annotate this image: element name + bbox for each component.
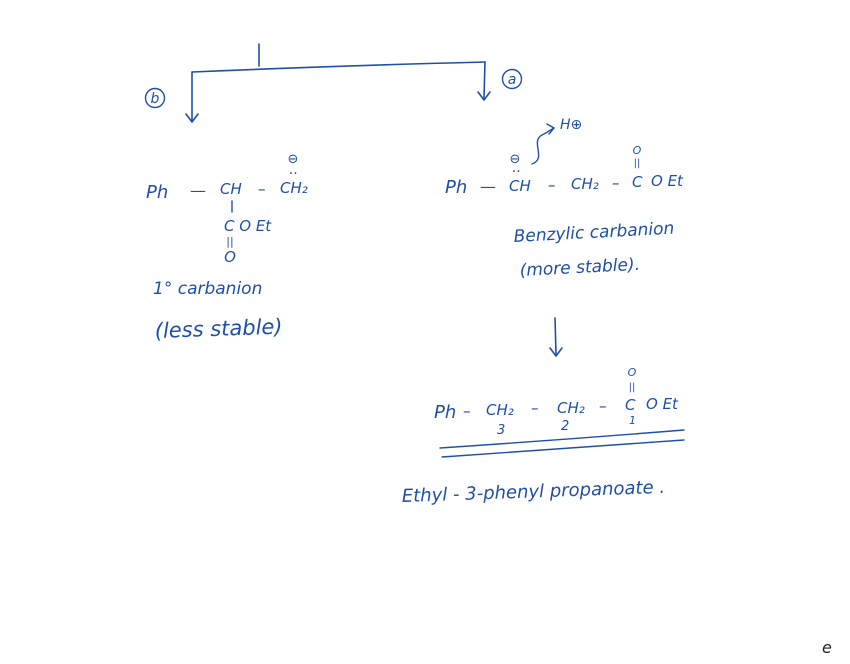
branch-label-a-text: a (508, 72, 517, 88)
oet-text: O Et (651, 172, 684, 190)
arrow-head-left (185, 113, 199, 123)
bracket-bar (191, 61, 486, 73)
bond-text: – (463, 402, 471, 420)
stability-b: (less stable) (154, 315, 283, 343)
electron-push-arrow (531, 127, 555, 165)
charge-symbol: ⊖ (288, 152, 299, 167)
oxygen-text: O (224, 248, 236, 266)
structure-b: ⊖ ·· Ph — CH – CH₂ C O Et || O (146, 152, 308, 266)
branch-label-a: a (501, 68, 523, 90)
carbonyl-oxygen: O (633, 144, 642, 157)
arrow-head-right (477, 91, 491, 101)
coet-text: C O Et (224, 217, 272, 235)
double-bond: || (634, 158, 641, 169)
phenyl-text: Ph (146, 182, 168, 203)
bond-text: – (612, 174, 620, 192)
oet-text: O Et (646, 395, 679, 413)
ch2-text: CH₂ (280, 179, 308, 197)
ink-stroke (144, 87, 166, 109)
product-name: Ethyl - 3-phenyl propanoate . (401, 477, 665, 507)
bond-text: – (531, 399, 539, 417)
corner-mark: e (822, 638, 832, 657)
bond-text: — (480, 177, 496, 196)
product-arrow (549, 317, 563, 357)
carbon-number-1: 1 (629, 414, 636, 427)
carbon-number-2: 2 (561, 419, 569, 434)
ch2-text: CH₂ (571, 175, 599, 193)
phenyl-text: Ph (434, 402, 456, 423)
product-underline (439, 429, 685, 458)
phenyl-text: Ph (445, 177, 467, 198)
carbonyl-carbon: C (632, 173, 643, 191)
carbon-number-3: 3 (497, 423, 505, 438)
ch2-text: CH₂ (486, 401, 514, 419)
bracket-right-leg (483, 61, 486, 99)
lone-pair: ·· (512, 164, 521, 180)
double-bond: || (629, 382, 636, 393)
bond-text: – (258, 180, 266, 198)
lone-pair: ·· (289, 166, 298, 182)
double-bond: || (226, 235, 233, 248)
ch2-text: CH₂ (557, 399, 585, 417)
charge-symbol: ⊖ (510, 152, 521, 167)
bond-text: — (190, 181, 206, 200)
structure-a: H⊕ ⊖ ·· O || Ph — CH – CH₂ – C O Et (445, 117, 684, 198)
branch-label-b-text: b (151, 91, 160, 107)
branch-bracket (185, 43, 491, 123)
stability-a: (more stable). (519, 255, 640, 281)
ch-text: CH (220, 180, 242, 198)
product-structure: O || Ph – CH₂ – CH₂ – C O Et 3 2 1 (434, 366, 679, 438)
proton-text: H⊕ (560, 117, 582, 133)
electron-push-arrow-head (546, 123, 555, 135)
branch-label-b: b (144, 87, 166, 109)
ch-text: CH (509, 177, 531, 195)
carbonyl-oxygen: O (628, 366, 637, 379)
bond-text: – (599, 397, 607, 415)
carbanion-type-a: Benzylic carbanion (513, 219, 675, 247)
carbonyl-carbon: C (625, 396, 636, 414)
ink-stroke (501, 68, 523, 90)
bond-text: – (548, 176, 556, 194)
carbanion-type-b: 1° carbanion (153, 279, 262, 299)
